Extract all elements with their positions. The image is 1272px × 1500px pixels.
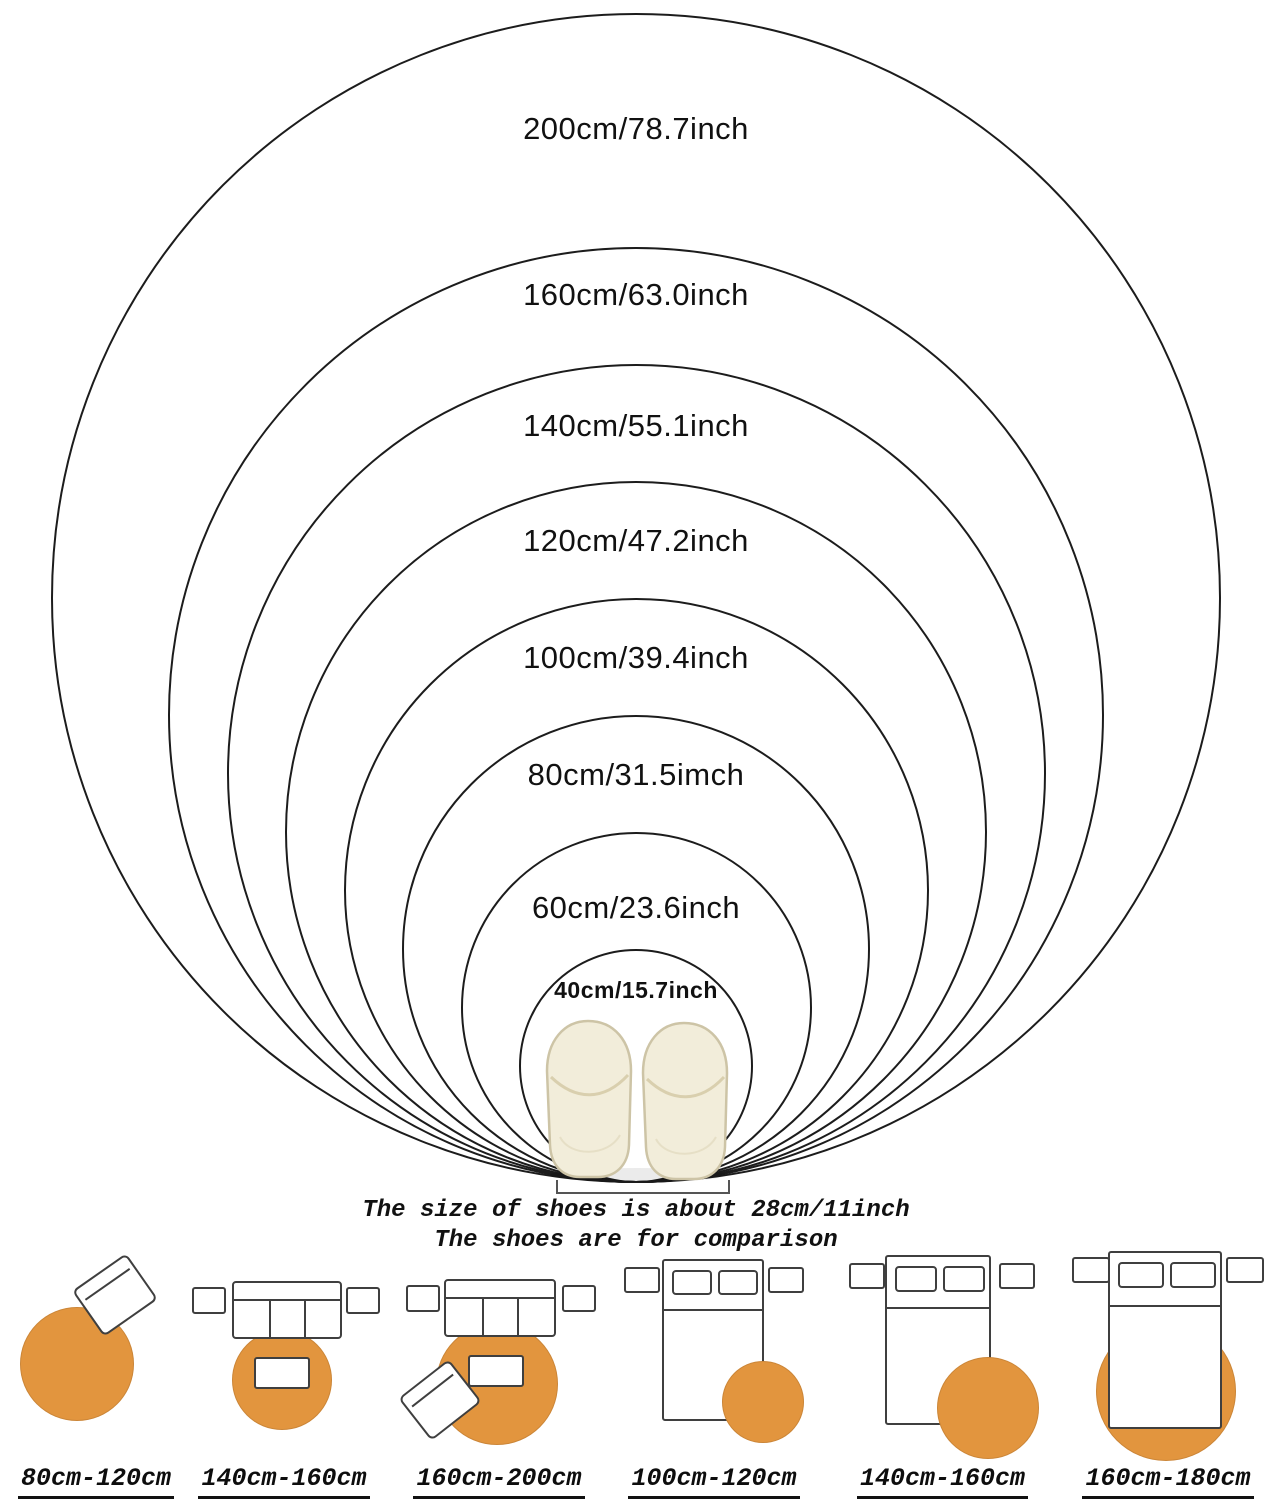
pillow: [718, 1270, 758, 1295]
size-range-label: 160cm-180cm: [1068, 1464, 1268, 1499]
pillow: [672, 1270, 712, 1295]
size-ring-label: 80cm/31.5imch: [527, 757, 745, 792]
nightstand: [1226, 1257, 1264, 1283]
size-range-label: 100cm-120cm: [618, 1464, 810, 1499]
size-ring-label: 40cm/15.7inch: [554, 977, 718, 1003]
bed: [1108, 1251, 1222, 1429]
nightstand: [624, 1267, 660, 1293]
side-table: [562, 1285, 596, 1312]
sofa-cushion-divider: [517, 1297, 520, 1335]
blanket-edge: [1110, 1305, 1220, 1307]
slippers-image: [545, 1019, 729, 1182]
side-table: [192, 1287, 226, 1314]
measure-bracket: [556, 1180, 730, 1194]
size-ring-label: 100cm/39.4inch: [523, 640, 749, 675]
size-ring-label: 120cm/47.2inch: [523, 523, 749, 558]
nightstand: [1072, 1257, 1110, 1283]
nightstand: [768, 1267, 804, 1293]
room-example-bed-medium-rug: 140cm-160cm: [845, 1245, 1040, 1499]
pillow: [895, 1266, 937, 1292]
round-rug: [937, 1357, 1039, 1459]
right-slipper: [641, 1021, 729, 1181]
size-ring-label: 160cm/63.0inch: [523, 277, 749, 312]
size-ring-label: 200cm/78.7inch: [523, 111, 749, 146]
armchair-backrest: [84, 1268, 131, 1301]
size-ring-label: 140cm/55.1inch: [523, 408, 749, 443]
sofa: [232, 1281, 342, 1339]
size-ring-40cm: [519, 949, 753, 1183]
sofa-cushion-divider: [481, 1297, 484, 1335]
room-example-sofa: 140cm-160cm: [190, 1245, 380, 1499]
armchair-backrest: [411, 1373, 454, 1408]
size-range-label: 80cm-120cm: [10, 1464, 182, 1499]
coffee-table: [468, 1355, 524, 1387]
sofa-cushion-divider: [268, 1299, 271, 1337]
room-example-armchair: 80cm-120cm: [10, 1245, 182, 1499]
round-rug: [722, 1361, 804, 1443]
shoes-note-caption: The shoes are for comparison: [434, 1227, 838, 1254]
sofa: [444, 1279, 556, 1337]
left-slipper: [545, 1019, 633, 1179]
sofa-cushion-divider: [303, 1299, 306, 1337]
blanket-edge: [887, 1307, 989, 1309]
room-example-sofa-armchair: 160cm-200cm: [398, 1245, 598, 1499]
side-table: [346, 1287, 380, 1314]
nightstand: [849, 1263, 885, 1289]
size-ring-label: 60cm/23.6inch: [531, 890, 741, 925]
sofa-backrest: [446, 1297, 554, 1299]
pillow: [1170, 1262, 1216, 1288]
room-example-bed-large-rug: 160cm-180cm: [1068, 1245, 1268, 1499]
blanket-edge: [664, 1309, 762, 1311]
size-range-label: 140cm-160cm: [190, 1464, 378, 1499]
pillow: [943, 1266, 985, 1292]
pillow: [1118, 1262, 1164, 1288]
coffee-table: [254, 1357, 310, 1389]
sofa-backrest: [234, 1299, 340, 1301]
size-range-label: 140cm-160cm: [845, 1464, 1040, 1499]
room-example-bed-small-rug: 100cm-120cm: [618, 1245, 810, 1499]
nightstand: [999, 1263, 1035, 1289]
side-table: [406, 1285, 440, 1312]
shoes-size-caption: The size of shoes is about 28cm/11inch: [362, 1197, 910, 1224]
size-range-label: 160cm-200cm: [400, 1464, 598, 1499]
